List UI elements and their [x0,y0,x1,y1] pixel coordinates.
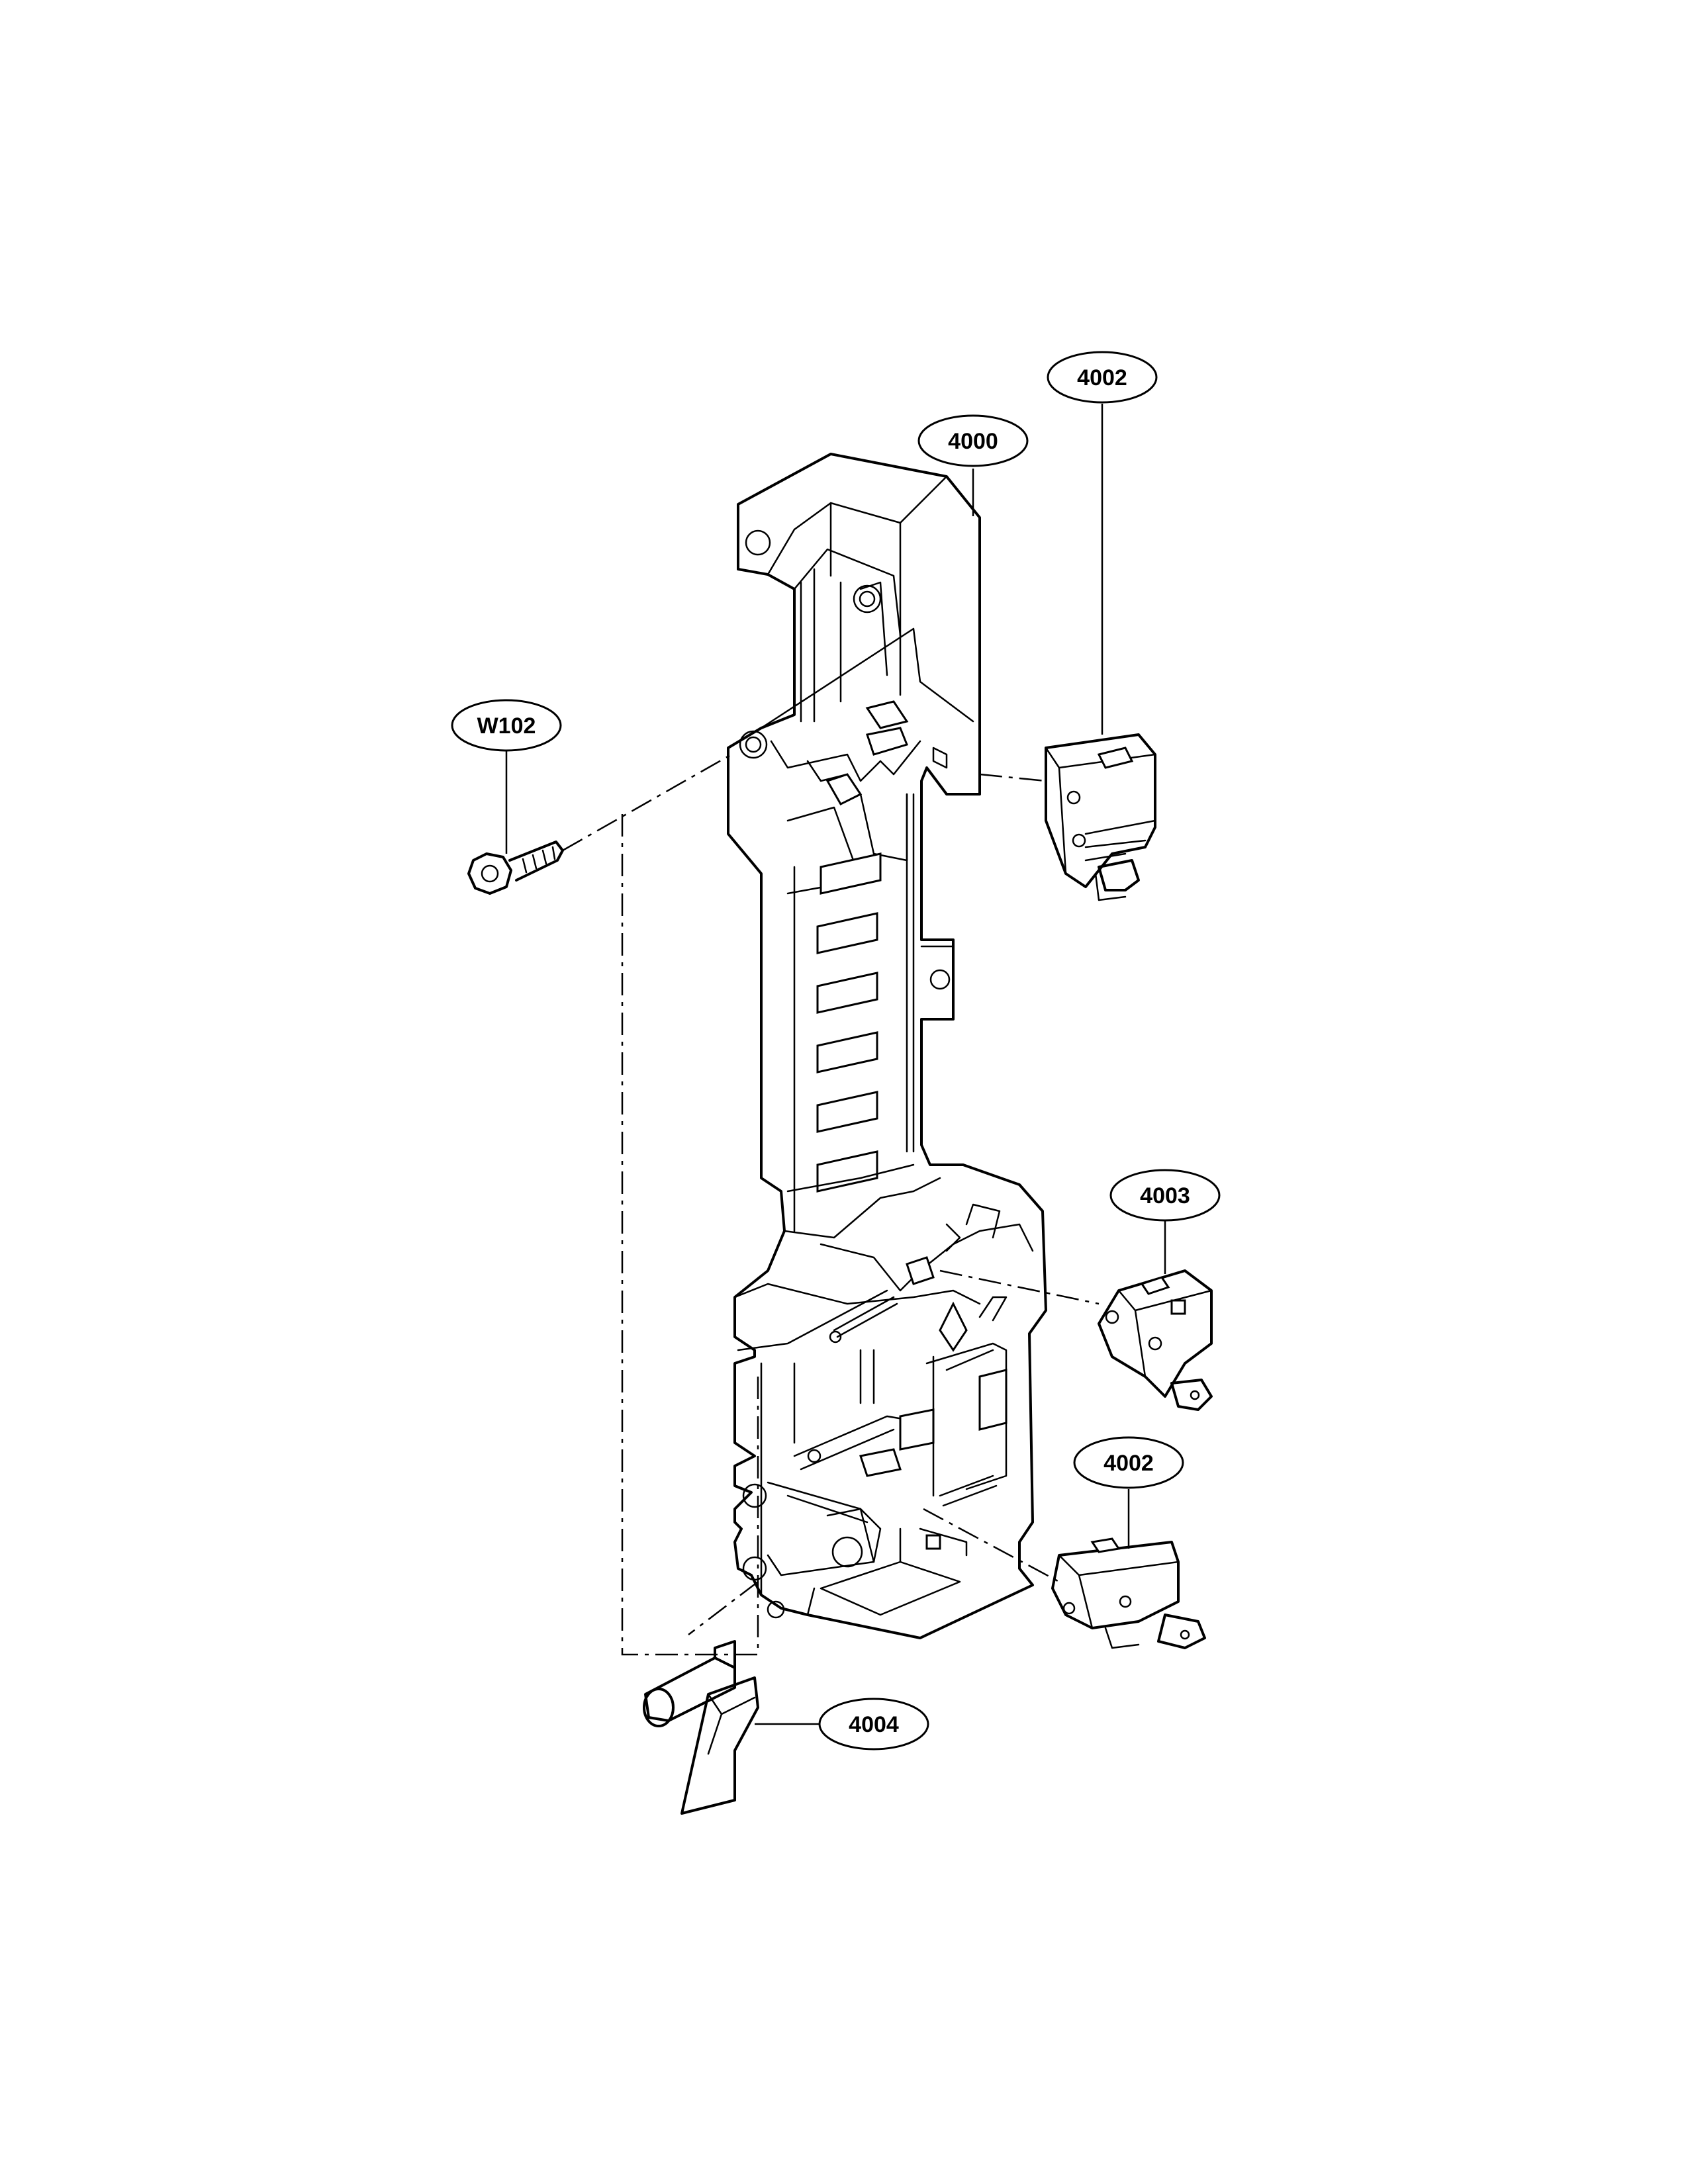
callout-4000: 4000 [917,414,1029,467]
callout-4002-bottom: 4002 [1073,1436,1184,1489]
callout-label-w102: W102 [477,713,536,739]
callout-label-4003: 4003 [1140,1183,1190,1208]
callout-w102: W102 [451,699,562,752]
screw-part-w102 [467,841,564,895]
leader-lines [505,404,1166,1725]
callout-label-4004: 4004 [849,1712,899,1737]
callout-label-4000: 4000 [948,429,998,454]
lever-part-4004 [643,1640,759,1815]
switch-part-4003 [1098,1269,1213,1411]
switch-part-4002-top [1045,733,1156,901]
assembly-dash-lines [562,753,1100,1656]
callout-4003: 4003 [1109,1169,1221,1222]
callout-4002-top: 4002 [1047,351,1158,404]
callout-label-4002-bottom: 4002 [1103,1451,1154,1476]
callout-4004: 4004 [818,1698,929,1751]
switch-part-4002-bottom [1051,1537,1206,1649]
latch-board-part-4000 [727,453,1047,1639]
callout-label-4002-top: 4002 [1077,365,1127,390]
